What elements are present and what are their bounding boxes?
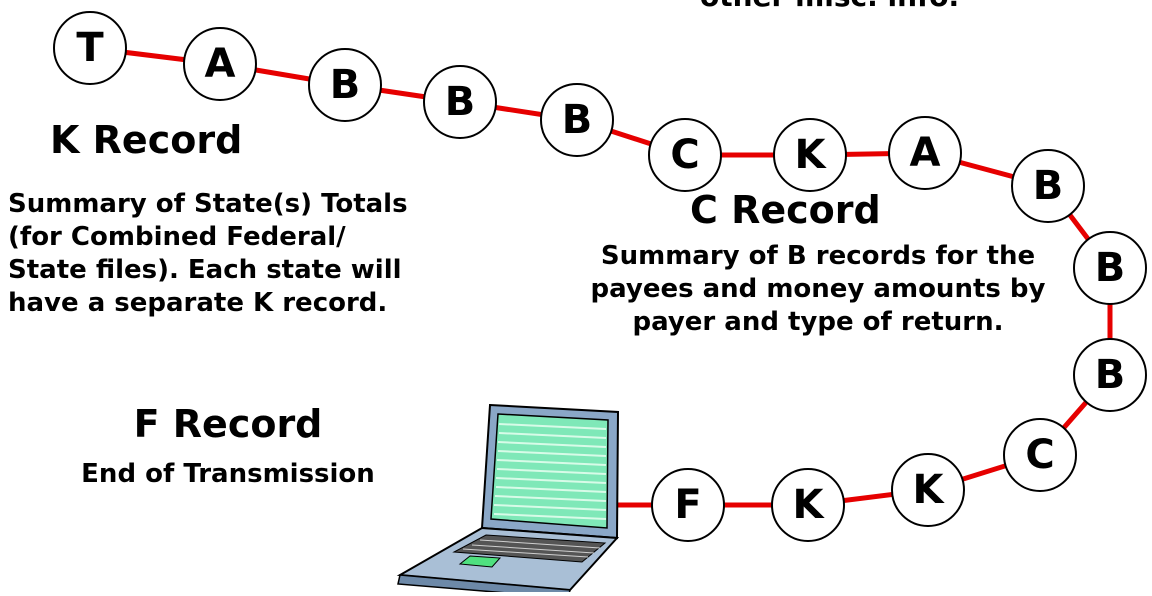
top-partial-text: other misc. info.: [700, 0, 959, 13]
record-node-letter: T: [76, 25, 104, 71]
k-record-description: Summary of State(s) Totals (for Combined…: [8, 188, 408, 320]
record-node-t: T: [53, 11, 127, 85]
record-node-letter: B: [562, 97, 593, 143]
record-node-a: A: [888, 116, 962, 190]
record-node-circle: [53, 11, 127, 85]
record-node-k: K: [773, 118, 847, 192]
k-record-description-line: Summary of State(s) Totals: [8, 189, 408, 219]
record-node-c: C: [648, 118, 722, 192]
record-node-letter: B: [1033, 163, 1064, 209]
record-node-circle: [648, 118, 722, 192]
f-record-description: End of Transmission: [81, 459, 375, 489]
c-record-description: Summary of B records for the payees and …: [590, 241, 1046, 337]
record-node-letter: B: [1095, 352, 1126, 398]
record-node-circle: [1073, 338, 1147, 412]
record-node-a: A: [183, 27, 257, 101]
record-node-circle: [1011, 149, 1085, 223]
record-node-b: B: [1073, 338, 1147, 412]
record-node-circle: [183, 27, 257, 101]
laptop-icon: [396, 403, 620, 596]
record-node-b: B: [1073, 231, 1147, 305]
record-node-letter: F: [674, 482, 701, 528]
record-node-f: F: [651, 468, 725, 542]
record-node-c: C: [1003, 418, 1077, 492]
record-node-letter: A: [205, 41, 236, 87]
record-node-letter: K: [793, 482, 826, 528]
record-node-letter: C: [1025, 432, 1054, 478]
record-node-letter: B: [330, 62, 361, 108]
record-node-circle: [888, 116, 962, 190]
record-node-b: B: [1011, 149, 1085, 223]
record-node-circle: [891, 453, 965, 527]
f-record-title: F Record: [133, 402, 323, 446]
record-node-letter: B: [445, 79, 476, 125]
k-record-description-line: State files). Each state will: [8, 255, 402, 285]
record-node-circle: [773, 118, 847, 192]
k-record-description-line: (for Combined Federal/: [8, 222, 346, 252]
record-node-letter: B: [1095, 245, 1126, 291]
record-node-k: K: [771, 468, 845, 542]
k-record-description-line: have a separate K record.: [8, 288, 388, 318]
record-node-letter: K: [795, 132, 828, 178]
k-record-title: K Record: [50, 118, 243, 162]
record-node-circle: [771, 468, 845, 542]
record-node-circle: [423, 65, 497, 139]
record-node-letter: K: [913, 467, 946, 513]
record-node-circle: [1003, 418, 1077, 492]
c-record-title: C Record: [690, 188, 881, 232]
record-node-circle: [540, 83, 614, 157]
record-node-circle: [308, 48, 382, 122]
record-node-b: B: [308, 48, 382, 122]
record-node-b: B: [540, 83, 614, 157]
record-node-k: K: [891, 453, 965, 527]
record-node-letter: A: [910, 130, 941, 176]
record-node-letter: C: [670, 132, 699, 178]
record-node-b: B: [423, 65, 497, 139]
record-node-circle: [651, 468, 725, 542]
record-node-circle: [1073, 231, 1147, 305]
